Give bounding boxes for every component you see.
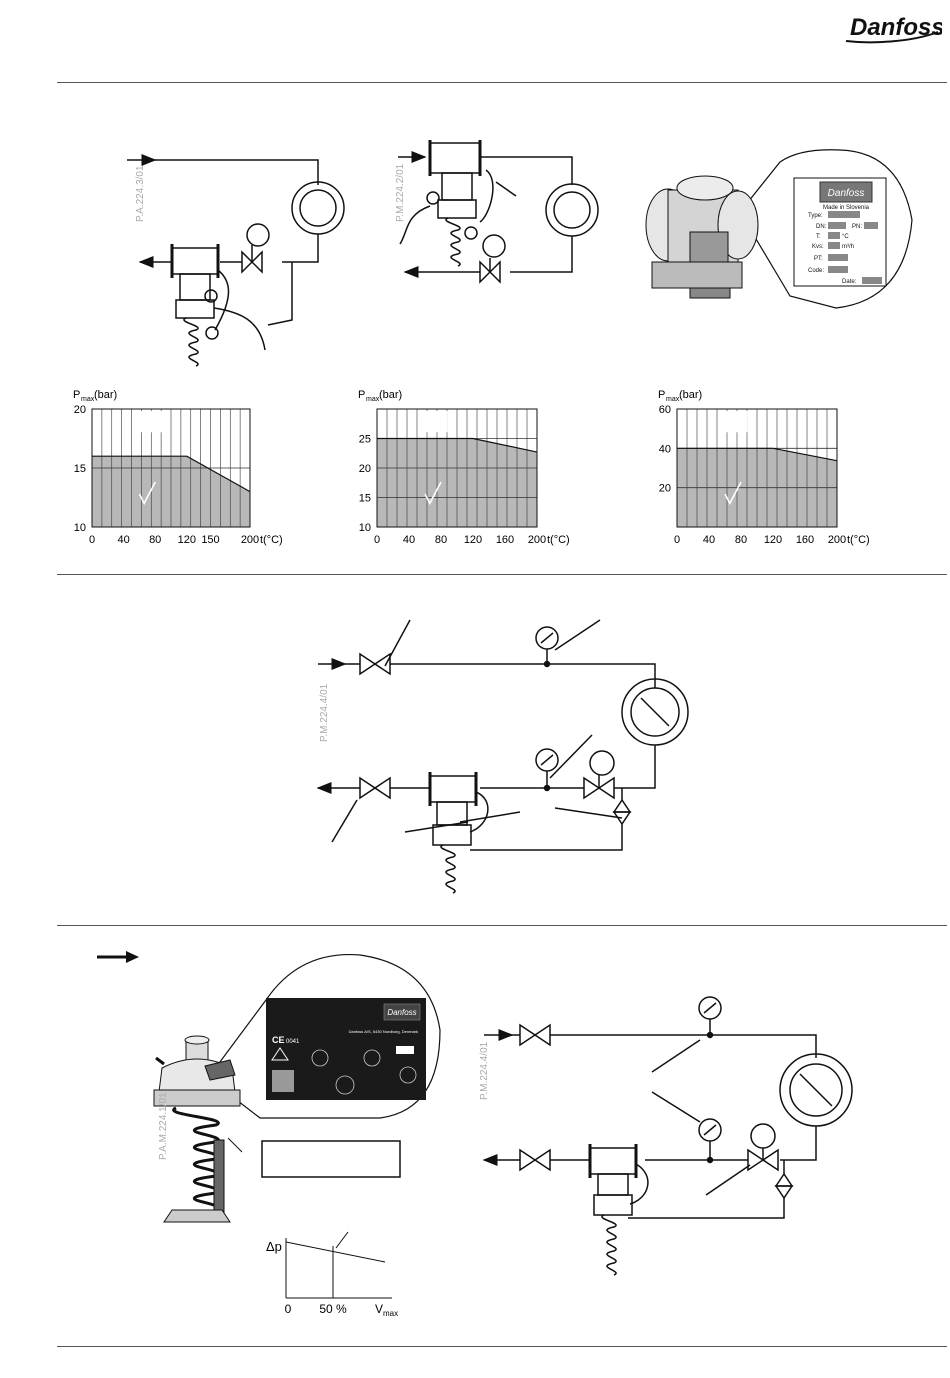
chart-3-ytick: 40 bbox=[659, 443, 671, 455]
section2-diagram: P.M.224.4/01 bbox=[316, 619, 689, 894]
chart-1-ytick: 10 bbox=[74, 522, 86, 534]
chart-3-xtick: 80 bbox=[735, 534, 747, 546]
chart-1-ylabel-main: P bbox=[73, 389, 80, 401]
dp-chart-tick-50: 50 % bbox=[319, 1302, 347, 1316]
chart-1-ytick: 15 bbox=[74, 463, 86, 475]
nameplate-dn-label: DN: bbox=[816, 224, 827, 230]
chart-2-blank-box bbox=[418, 411, 448, 433]
chart-2-ytick: 15 bbox=[359, 493, 371, 505]
chart-2-ylabel-sub: max bbox=[366, 396, 380, 403]
nameplate-date-label: Date: bbox=[842, 279, 857, 285]
empty-label-box bbox=[261, 1140, 401, 1178]
diagram-a-code: P.A.224.3/01 bbox=[135, 165, 146, 222]
chart-1-xtick: 150 bbox=[201, 534, 219, 546]
chart-3-xtick: 160 bbox=[796, 534, 814, 546]
chart-2-xtick: 0 bbox=[374, 534, 380, 546]
chart-2-line bbox=[377, 437, 538, 453]
chart-2-check-icon bbox=[424, 481, 442, 506]
top-rule bbox=[57, 82, 947, 83]
chart-2-ytick: 10 bbox=[359, 522, 371, 534]
nameplate-t-label: T: bbox=[816, 234, 821, 240]
nameplate-pn-label: PN: bbox=[852, 224, 862, 230]
nameplate-m3h: m³/h bbox=[842, 244, 854, 250]
product-label-ce-number: 0041 bbox=[286, 1039, 300, 1045]
dp-chart-vmax-sub: max bbox=[383, 1309, 398, 1318]
section-rule-1 bbox=[57, 574, 947, 575]
chart-3-check-icon bbox=[724, 481, 742, 506]
chart-3-ytick: 20 bbox=[659, 483, 671, 495]
chart-1-frame bbox=[91, 408, 251, 528]
chart-3-line bbox=[677, 447, 838, 462]
chart-2-xlabel: t(°C) bbox=[547, 534, 570, 546]
product-label-brand: Danfoss bbox=[387, 1008, 416, 1017]
nameplate-kvs-label: Kvs: bbox=[812, 244, 824, 250]
nameplate-type-label: Type: bbox=[808, 213, 823, 219]
nameplate-degc: °C bbox=[842, 234, 849, 240]
chart-2-frame bbox=[376, 408, 538, 528]
diagram-a bbox=[127, 154, 345, 367]
chart-3-xlabel: t(°C) bbox=[847, 534, 870, 546]
dp-chart-tick-0: 0 bbox=[285, 1302, 292, 1316]
bottom-rule bbox=[57, 1346, 947, 1347]
product-label-address: Danfoss A/S, 6430 Nordborg, Denmark bbox=[349, 1029, 418, 1034]
section-rule-2 bbox=[57, 925, 947, 926]
chart-1-check-icon bbox=[138, 481, 156, 506]
diagram-b-code: P.M.224.2/01 bbox=[395, 163, 406, 222]
chart-1-ytick: 20 bbox=[74, 404, 86, 416]
chart-2-xtick: 80 bbox=[435, 534, 447, 546]
nameplate-code-label: Code: bbox=[808, 268, 824, 274]
product-label-ce: CE bbox=[272, 1035, 285, 1045]
chart-2-xtick: 200 bbox=[528, 534, 546, 546]
chart-1-ylabel-sub: max bbox=[81, 396, 95, 403]
chart-1-xtick: 200 bbox=[241, 534, 259, 546]
chart-3-xtick: 200 bbox=[828, 534, 846, 546]
chart-1-xtick: 120 bbox=[178, 534, 196, 546]
chart-3-ylabel-unit: (bar) bbox=[679, 389, 702, 401]
chart-1-line bbox=[92, 455, 251, 493]
section3-illustrations: Danfoss CE 0041 Danfoss A/S, 6430 Nordbo… bbox=[97, 951, 853, 1318]
chart-1-xlabel: t(°C) bbox=[260, 534, 283, 546]
diagram-b bbox=[398, 140, 599, 284]
chart-2-ytick: 25 bbox=[359, 434, 371, 446]
chart-3-frame bbox=[676, 408, 838, 528]
right-arrow-icon bbox=[97, 951, 139, 963]
chart-1-ylabel-unit: (bar) bbox=[94, 389, 117, 401]
section3-diagram bbox=[482, 996, 853, 1276]
chart-1-xtick: 40 bbox=[117, 534, 129, 546]
chart-2-ytick: 20 bbox=[359, 463, 371, 475]
valve-code: P.A.M.224.1/01 bbox=[158, 1092, 169, 1160]
section2-diagram-code: P.M.224.4/01 bbox=[319, 683, 330, 742]
section3-diagram-code: P.M.224.4/01 bbox=[479, 1041, 490, 1100]
nameplate-logo: Danfoss bbox=[828, 188, 865, 199]
dp-chart-vmax: V bbox=[375, 1302, 383, 1316]
chart-2-xtick: 120 bbox=[464, 534, 482, 546]
chart-1-xtick: 0 bbox=[89, 534, 95, 546]
nameplate-pt-label: PT: bbox=[814, 256, 823, 262]
chart-3-xtick: 0 bbox=[674, 534, 680, 546]
chart-2-xtick: 40 bbox=[403, 534, 415, 546]
chart-3-ylabel-sub: max bbox=[666, 396, 680, 403]
chart-2-ylabel-unit: (bar) bbox=[379, 389, 402, 401]
chart-2-ylabel-main: P bbox=[358, 389, 365, 401]
logo-text: Danfoss bbox=[850, 14, 942, 41]
valve-3d-illustration bbox=[153, 1035, 241, 1223]
chart-2-xtick: 160 bbox=[496, 534, 514, 546]
chart-1-blank-box bbox=[133, 411, 162, 433]
nameplate-made-in: Made in Slovenia bbox=[823, 205, 870, 211]
chart-3-blank-box bbox=[718, 411, 748, 433]
dp-chart-ylabel: Δp bbox=[266, 1239, 282, 1254]
chart-3-ylabel-main: P bbox=[658, 389, 665, 401]
danfoss-logo: Danfoss bbox=[845, 14, 942, 44]
section1-diagrams: P.A.224.3/01 P.M.224.2/01 bbox=[127, 140, 913, 367]
chart-3-xtick: 120 bbox=[764, 534, 782, 546]
dp-chart bbox=[285, 1231, 392, 1299]
chart-3-xtick: 40 bbox=[703, 534, 715, 546]
chart-1-xtick: 80 bbox=[149, 534, 161, 546]
valve-nameplate-illustration bbox=[645, 149, 913, 309]
chart-3-ytick: 60 bbox=[659, 404, 671, 416]
